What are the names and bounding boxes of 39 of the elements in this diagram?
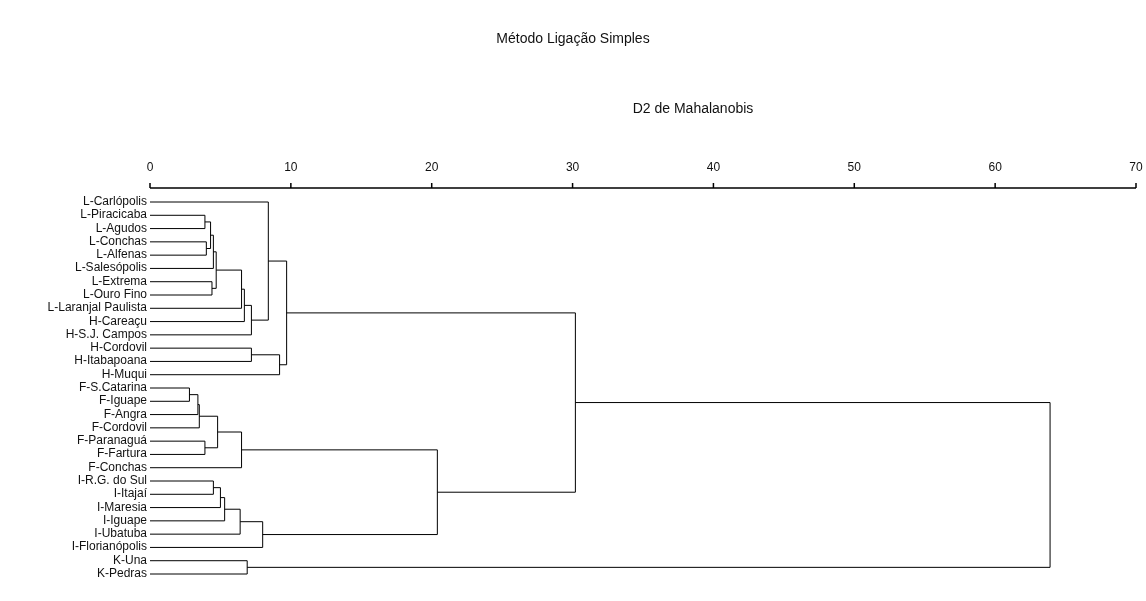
tick-label: 60 (987, 160, 1003, 174)
leaf-label: L-Laranjal Paulista (46, 301, 147, 315)
leaf-label: F-Paranaguá (75, 434, 147, 448)
leaf-label: I-Florianópolis (70, 540, 147, 554)
leaf-label: F-Cordovil (90, 420, 147, 434)
leaf-label: F-S.Catarina (77, 381, 147, 394)
leaf-label: H-Cordovil (89, 341, 147, 355)
leaf-label: I-R.G. do Sul (76, 474, 147, 487)
leaf-label: K-Una (113, 553, 147, 567)
leaf-label: H-Muqui (101, 367, 147, 381)
leaf-label: L-Extrema (91, 274, 147, 288)
tick-label: 0 (145, 160, 155, 174)
leaf-label: F-Fartura (97, 447, 147, 461)
leaf-label: F-Angra (103, 407, 147, 421)
tick-label: 30 (564, 160, 581, 174)
leaf-label: I-Ubatuba (93, 527, 147, 541)
leaf-label: L-Agudos (94, 221, 147, 235)
tick-label: 10 (283, 160, 299, 174)
leaf-label: L-Piracicaba (79, 208, 147, 222)
leaf-label: L-Alfenas (95, 248, 147, 262)
leaf-label: L-Carlópolis (81, 195, 147, 208)
chart-title: Método Ligação Simples (496, 30, 650, 46)
tick-label: 20 (424, 160, 440, 174)
leaf-label: K-Pedras (95, 567, 147, 580)
leaf-label: H-S.J. Campos (64, 327, 147, 341)
leaf-label: H-Careaçu (88, 314, 147, 328)
leaf-label: I-Maresia (96, 500, 147, 514)
leaf-label: L-Ouro Fino (81, 288, 147, 301)
leaf-label: L-Salesópolis (73, 261, 147, 275)
axis-title: D2 de Mahalanobis (632, 100, 754, 116)
leaf-label: H-Itabapoana (73, 354, 147, 368)
leaf-label: I-Itajaí (112, 487, 147, 501)
leaf-label: L-Conchas (87, 234, 147, 248)
leaf-label: F-Conchas (87, 460, 147, 474)
tick-label: 40 (705, 160, 722, 174)
leaf-label: F-Iguape (97, 394, 147, 408)
leaf-label: I-Iguape (101, 513, 147, 527)
tick-label: 70 (1128, 160, 1144, 174)
tick-label: 50 (846, 160, 862, 174)
